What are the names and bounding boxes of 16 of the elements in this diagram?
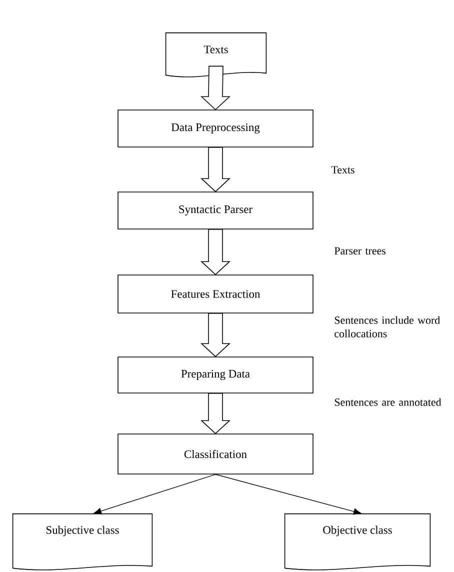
note-text: Sentences are annotated bbox=[334, 398, 442, 406]
note-text: Texts bbox=[331, 166, 354, 174]
process-box: Syntactic Parser bbox=[118, 192, 314, 230]
block-arrow bbox=[200, 313, 230, 358]
process-box: Data Preprocessing bbox=[118, 110, 314, 148]
process-box: Preparing Data bbox=[118, 356, 314, 394]
note-text: Parser trees bbox=[334, 247, 386, 254]
block-arrow bbox=[200, 66, 230, 110]
process-box: Features Extraction bbox=[118, 274, 314, 314]
block-arrow bbox=[200, 147, 230, 192]
process-box: Classification bbox=[118, 434, 314, 474]
arrow bbox=[93, 474, 216, 514]
note-text: Sentences include word collocations bbox=[334, 316, 440, 338]
arrow bbox=[215, 474, 362, 515]
block-arrow bbox=[200, 229, 230, 276]
block-arrow bbox=[200, 393, 230, 434]
